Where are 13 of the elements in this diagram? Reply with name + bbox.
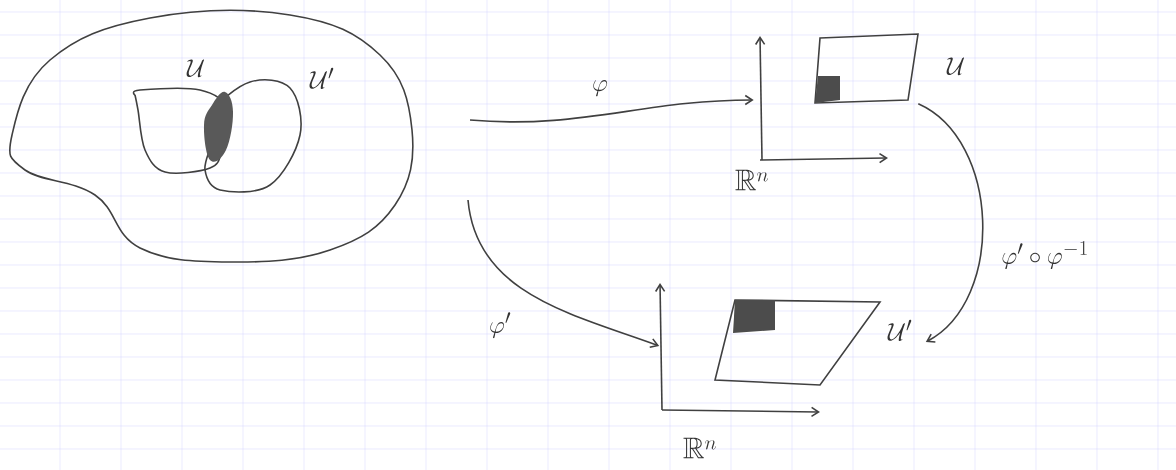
edge-label: $\varphi'\circ\varphi^{-1}$ <box>1002 241 1087 270</box>
edge-label: $\varphi'$ <box>490 312 511 339</box>
math-label: $\mathbb{R}^n$ <box>683 437 716 459</box>
arrow <box>469 94 754 123</box>
math-label: $\mathcal{U}'$ <box>887 319 912 341</box>
math-label: $\mathcal{U}'$ <box>309 67 334 89</box>
math-label: $\mathbb{R}^n$ <box>735 169 768 191</box>
arrow <box>467 199 660 349</box>
edge-label: $\varphi$ <box>593 80 608 97</box>
manifold-outline <box>8 9 414 263</box>
arrow <box>917 103 984 343</box>
math-label: $\mathcal{U}$ <box>946 57 965 76</box>
math-label: $\mathcal{U}$ <box>186 59 205 78</box>
